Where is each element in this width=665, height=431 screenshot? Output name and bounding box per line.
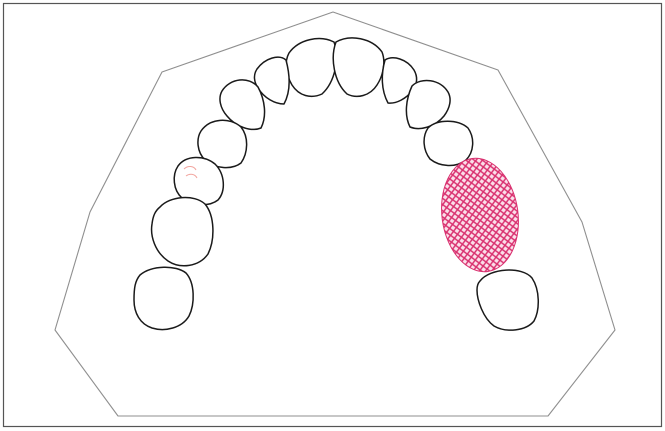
tooth-first-molar-right	[152, 198, 213, 266]
tooth-first-premolar-left	[424, 121, 473, 165]
tooth-second-molar-right	[134, 267, 193, 329]
